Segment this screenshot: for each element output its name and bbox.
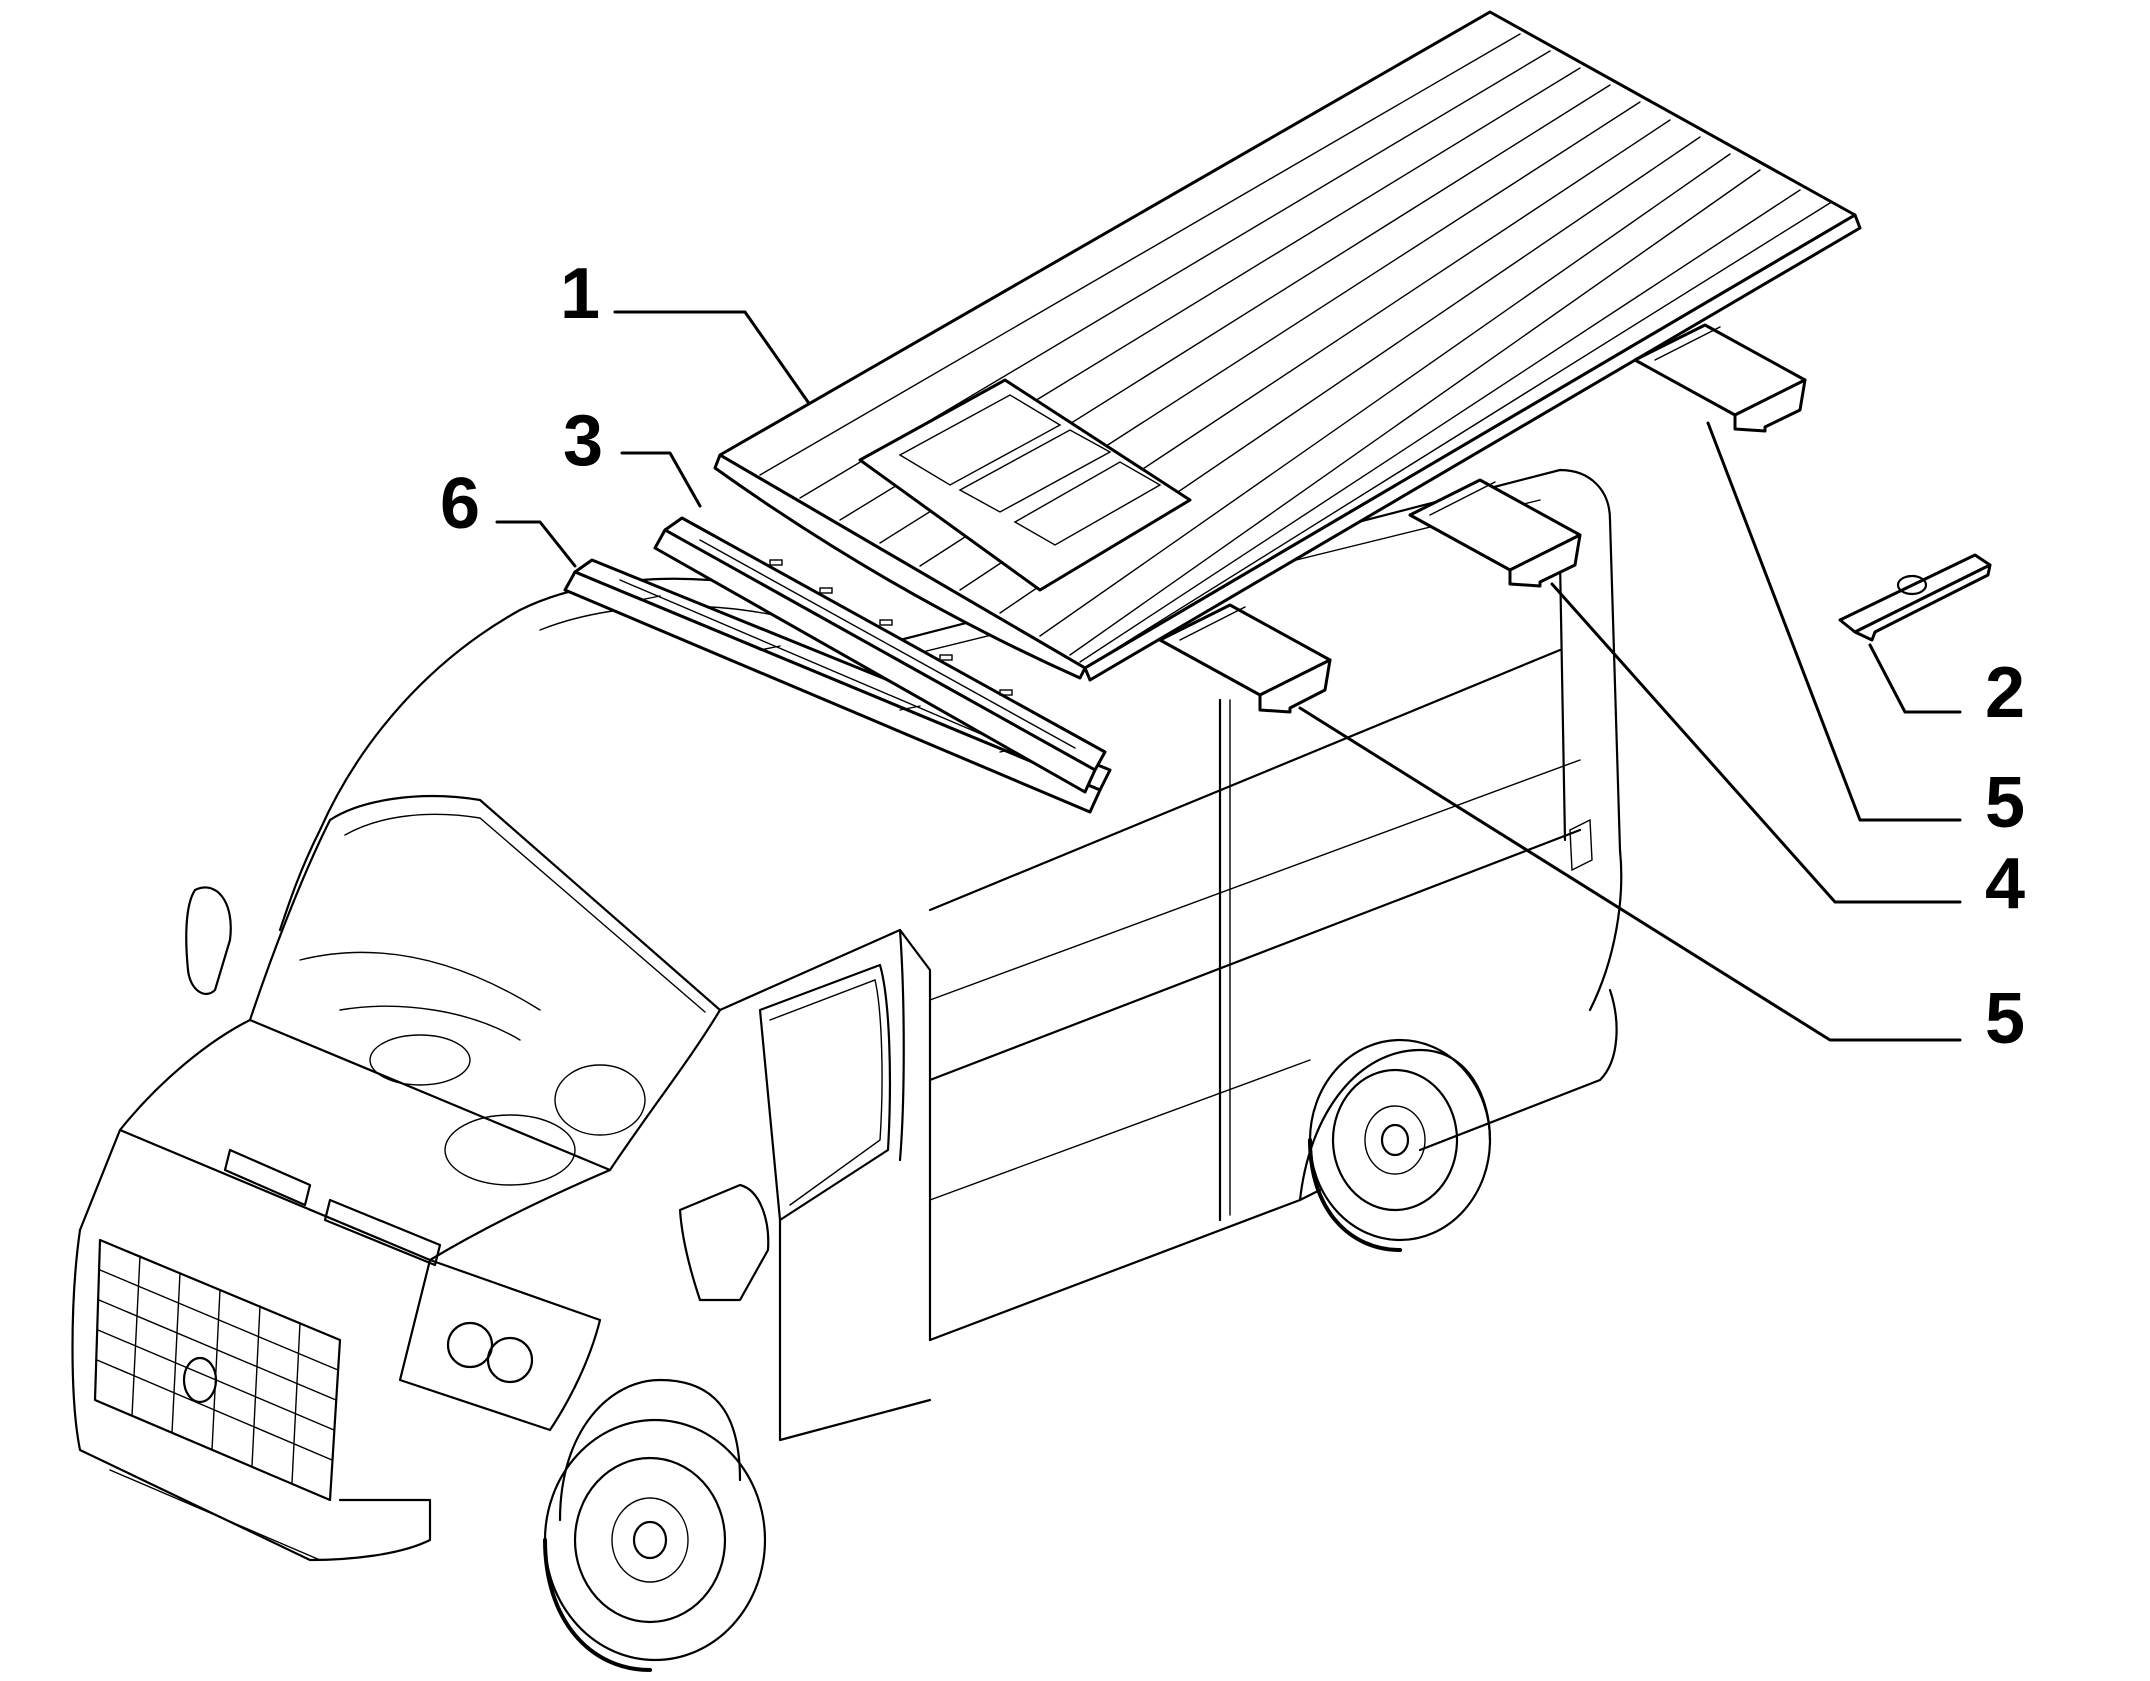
part-2-bracket xyxy=(1838,553,1992,642)
callout-4: 4 xyxy=(1985,844,2025,924)
leader-6 xyxy=(495,520,577,568)
callout-2: 2 xyxy=(1985,653,2025,733)
part-1-roof-panel xyxy=(713,10,1862,682)
front-wheel xyxy=(543,1418,767,1672)
part-5-cross-member-rear xyxy=(1633,323,1807,433)
part-6-front-roof-rail xyxy=(563,558,1112,814)
callout-1: 1 xyxy=(560,254,600,334)
callout-3: 3 xyxy=(563,401,603,481)
callout-5-rear: 5 xyxy=(1985,763,2025,843)
callout-labels: 1 3 6 2 5 4 5 xyxy=(440,254,2025,1059)
part-5-cross-member-front xyxy=(1158,603,1332,714)
leader-3 xyxy=(620,451,702,508)
leader-5-front xyxy=(1298,706,1962,1042)
part-3-roof-bow xyxy=(653,516,1107,794)
leader-2 xyxy=(1868,643,1962,714)
callout-6: 6 xyxy=(440,464,480,544)
part-4-cross-member-middle xyxy=(1408,478,1582,588)
leader-lines xyxy=(495,310,1962,1042)
rear-wheel xyxy=(1308,1038,1492,1252)
leader-1 xyxy=(613,310,810,404)
callout-5-front: 5 xyxy=(1985,979,2025,1059)
leader-5-rear xyxy=(1706,421,1962,822)
leader-4 xyxy=(1550,582,1962,904)
van-body xyxy=(71,468,1623,1562)
